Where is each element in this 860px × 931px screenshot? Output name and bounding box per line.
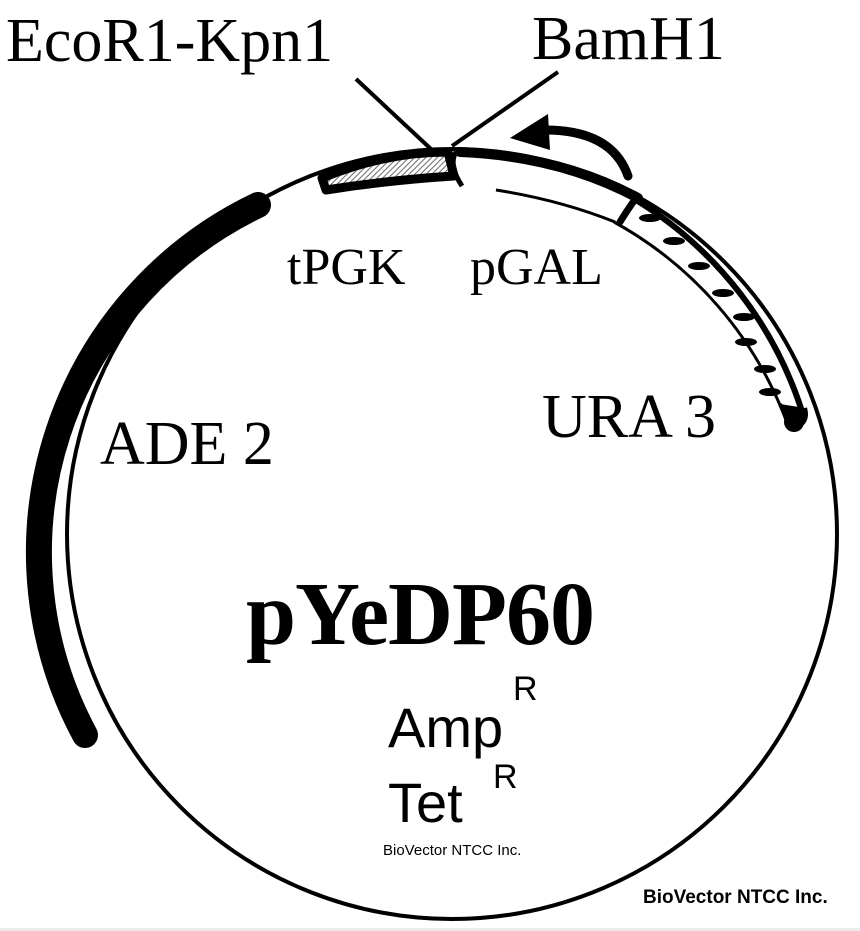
plasmid-backbone-circle	[65, 147, 839, 921]
ade2-gene-arc	[25, 192, 271, 748]
feature-ura3-label: URA 3	[542, 383, 716, 451]
restriction-site-ecor1-kpn1-label: EcoR1-Kpn1	[6, 7, 334, 75]
pgal-inner-line	[495, 188, 616, 224]
credit-inner-text: BioVector NTCC Inc.	[383, 842, 522, 859]
tpgk-segment	[317, 147, 459, 195]
bamh1-junction	[450, 150, 465, 188]
bamh1-leader-line	[450, 70, 560, 148]
feature-tpgk-label: tPGK	[287, 239, 406, 296]
credit-corner-text: BioVector NTCC Inc.	[643, 887, 828, 908]
plasmid-name-title: pYeDP60	[246, 565, 595, 664]
marker-amp-label: Amp	[388, 696, 504, 759]
feature-pgal-label: pGAL	[470, 239, 603, 296]
ura3-gene-arc	[613, 194, 808, 432]
transcription-arrow-icon	[510, 114, 633, 181]
pgal-segment	[455, 147, 643, 203]
marker-tet-label: Tet	[388, 771, 463, 834]
marker-amp-superscript: R	[513, 670, 538, 708]
ecor1-kpn1-leader-line	[354, 77, 434, 152]
restriction-site-bamh1-label: BamH1	[532, 5, 725, 73]
marker-tet-superscript: R	[493, 758, 518, 796]
bottom-divider	[0, 928, 860, 931]
feature-ade2-label: ADE 2	[100, 410, 274, 478]
